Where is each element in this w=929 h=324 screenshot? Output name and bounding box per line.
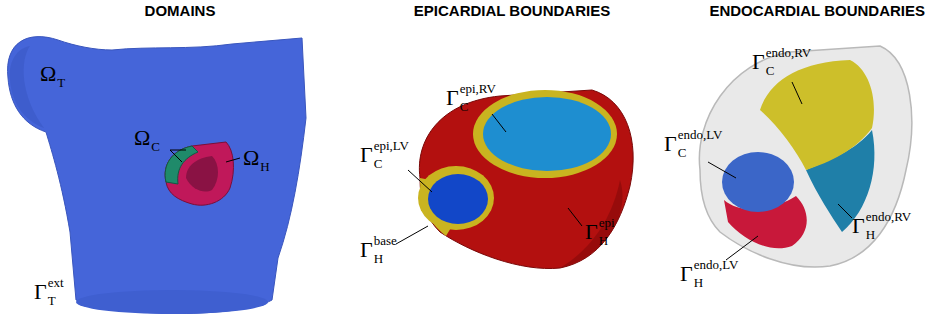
symbol-superscript: epi (599, 216, 615, 230)
panel-heading: DOMAINS (145, 2, 216, 19)
lv-cap (428, 174, 488, 224)
leader-line (396, 226, 428, 244)
symbol-subscript: T (48, 294, 56, 308)
symbol-subscript: H (866, 228, 875, 242)
symbol-base: Ω (134, 126, 150, 150)
symbol-label: ΓHendo,LV (680, 262, 739, 288)
symbol-label: ΩH (243, 146, 270, 172)
torso-shade (10, 46, 44, 128)
leader-line (492, 114, 506, 132)
leader-line (568, 208, 582, 226)
symbol-subscript: C (460, 100, 469, 114)
leader-line (708, 162, 736, 178)
symbol-label: ΩC (134, 126, 161, 152)
symbol-label: ΓText (34, 280, 64, 306)
heart-domain (165, 142, 233, 205)
symbol-subscript: C (151, 140, 160, 154)
leader-line (726, 236, 758, 260)
symbol-label: ΓCendo,RV (752, 50, 812, 76)
symbol-subscript: C (374, 157, 383, 171)
symbol-superscript: endo,RV (766, 46, 812, 60)
symbol-subscript: T (57, 76, 65, 90)
symbol-superscript: ext (48, 276, 64, 290)
symbol-subscript: C (678, 146, 687, 160)
symbol-label: ΓHepi (585, 220, 615, 246)
symbol-label: ΓCendo,LV (664, 132, 723, 158)
panel-heading: EPICARDIAL BOUNDARIES (414, 2, 610, 19)
symbol-base: Γ (585, 220, 598, 244)
symbol-base: Γ (852, 214, 865, 238)
leader-line (226, 158, 240, 162)
leader-line (170, 150, 182, 162)
torso-domain (8, 37, 306, 314)
panel-heading: ENDOCARDIAL BOUNDARIES (709, 2, 925, 19)
rv-cap (483, 97, 611, 171)
symbol-superscript: epi,RV (460, 82, 496, 96)
heart-epicardium (419, 90, 633, 269)
symbol-base: Γ (664, 132, 677, 156)
cap-rim (473, 90, 617, 178)
symbol-subscript: C (766, 64, 775, 78)
symbol-label: ΩT (40, 62, 66, 88)
rv-cap-endo (760, 60, 874, 170)
symbol-base: Γ (680, 262, 693, 286)
leader-line (170, 150, 186, 151)
symbol-label: ΓCepi,LV (360, 143, 409, 169)
cap-rim (418, 166, 494, 230)
heart-cavity (186, 156, 218, 192)
leader-line (838, 204, 852, 218)
lv-cap-endo (722, 152, 794, 212)
symbol-base: Ω (243, 146, 259, 170)
symbol-superscript: epi,LV (374, 139, 409, 153)
symbol-label: ΓCepi,RV (446, 86, 496, 112)
torso-base (76, 290, 268, 314)
symbol-superscript: endo,RV (866, 210, 912, 224)
leader-line (792, 82, 802, 104)
symbol-label: ΓHbase (360, 238, 397, 264)
heart-outline (699, 46, 911, 267)
symbol-base: Ω (40, 62, 56, 86)
symbol-subscript: H (694, 276, 703, 290)
symbol-superscript: base (374, 234, 397, 248)
symbol-base: Γ (446, 86, 459, 110)
symbol-superscript: endo,LV (678, 128, 723, 142)
symbol-label: ΓHendo,RV (852, 214, 912, 240)
symbol-subscript: H (599, 234, 608, 248)
symbol-superscript: endo,LV (694, 258, 739, 272)
symbol-subscript: H (374, 252, 383, 266)
symbol-base: Γ (34, 280, 47, 304)
symbol-base: Γ (360, 143, 373, 167)
heart-shade (560, 180, 623, 268)
symbol-base: Γ (752, 50, 765, 74)
leader-line (408, 170, 432, 192)
symbol-base: Γ (360, 238, 373, 262)
symbol-subscript: H (260, 160, 269, 174)
